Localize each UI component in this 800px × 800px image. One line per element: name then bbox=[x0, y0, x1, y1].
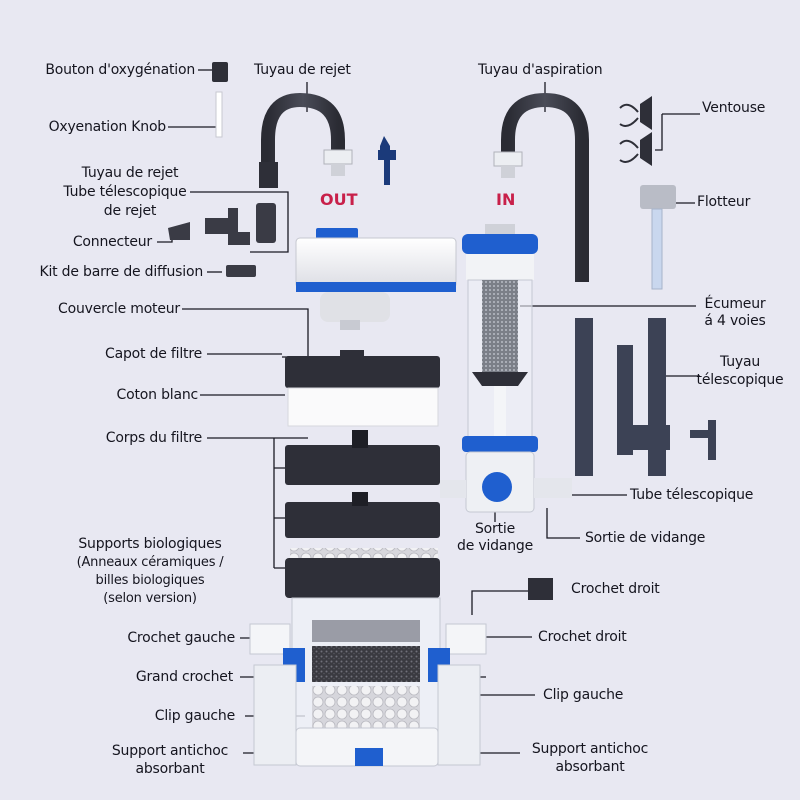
label-a-4-voies: á 4 voies bbox=[704, 313, 766, 329]
label-crochet-droit-1: Crochet droit bbox=[571, 581, 660, 597]
canister-part bbox=[249, 578, 553, 767]
skimmer-part bbox=[440, 224, 572, 513]
label-clip-gauche-right: Clip gauche bbox=[543, 687, 624, 703]
filter-stack-part bbox=[285, 350, 440, 598]
label-bouton-oxygenation: Bouton d'oxygénation bbox=[45, 62, 195, 78]
label-corps-du-filtre: Corps du filtre bbox=[105, 430, 202, 446]
label-tuyau-aspiration: Tuyau d'aspiration bbox=[478, 62, 603, 78]
label-de-vidange-center: de vidange bbox=[457, 538, 533, 554]
label-coton-blanc: Coton blanc bbox=[116, 387, 199, 403]
label-crochet-droit-2: Crochet droit bbox=[538, 629, 627, 645]
label-ventouse: Ventouse bbox=[702, 100, 766, 116]
in-flow-label: IN bbox=[496, 190, 516, 209]
oxygenation-knob-part bbox=[212, 62, 228, 138]
label-absorbant-right: absorbant bbox=[555, 759, 625, 775]
connector-parts bbox=[168, 203, 276, 277]
intake-hose-part bbox=[493, 92, 589, 282]
label-tuyau-right: Tuyau bbox=[719, 354, 761, 370]
label-connecteur: Connecteur bbox=[72, 234, 152, 250]
label-telescopique-right: télescopique bbox=[696, 372, 784, 388]
label-billes-biologiques: billes biologiques bbox=[95, 573, 205, 588]
label-oxyenation-knob: Oxyenation Knob bbox=[48, 119, 167, 135]
label-tuyau-de-rejet-left: Tuyau de rejet bbox=[81, 165, 179, 181]
label-clip-gauche-left: Clip gauche bbox=[154, 708, 235, 724]
label-anneaux-ceramiques: (Anneaux céramiques / bbox=[76, 555, 224, 570]
label-ecumeur: Écumeur bbox=[704, 296, 766, 312]
label-support-antichoc-right: Support antichoc bbox=[531, 741, 649, 757]
suction-cup-parts bbox=[619, 96, 652, 166]
label-crochet-gauche: Crochet gauche bbox=[127, 630, 235, 646]
telescopic-pipe-parts bbox=[575, 318, 716, 476]
outlet-hose-part bbox=[259, 92, 353, 188]
label-sortie-vidange-right: Sortie de vidange bbox=[585, 530, 706, 546]
label-grand-crochet: Grand crochet bbox=[135, 669, 233, 685]
label-kit-barre-diffusion: Kit de barre de diffusion bbox=[39, 264, 203, 280]
label-sortie-center: Sortie bbox=[474, 521, 515, 537]
label-couvercle-moteur: Couvercle moteur bbox=[58, 301, 180, 317]
out-flow-label: OUT bbox=[320, 190, 358, 209]
label-tube-telescopique: Tube télescopique bbox=[630, 487, 754, 503]
label-supports-biologiques: Supports biologiques bbox=[78, 536, 222, 552]
nozzle-part bbox=[378, 136, 396, 185]
label-tube-telescopique-rejet: Tube télescopique bbox=[63, 184, 187, 200]
label-flotteur: Flotteur bbox=[697, 194, 751, 210]
label-absorbant-left: absorbant bbox=[135, 761, 205, 777]
label-capot-de-filtre: Capot de filtre bbox=[105, 346, 202, 362]
float-part bbox=[640, 185, 676, 290]
motor-cover-part bbox=[295, 228, 457, 330]
label-selon-version: (selon version) bbox=[103, 591, 197, 606]
label-de-rejet: de rejet bbox=[103, 203, 157, 219]
label-support-antichoc-left: Support antichoc bbox=[111, 743, 229, 759]
label-tuyau-de-rejet-top: Tuyau de rejet bbox=[254, 62, 351, 78]
